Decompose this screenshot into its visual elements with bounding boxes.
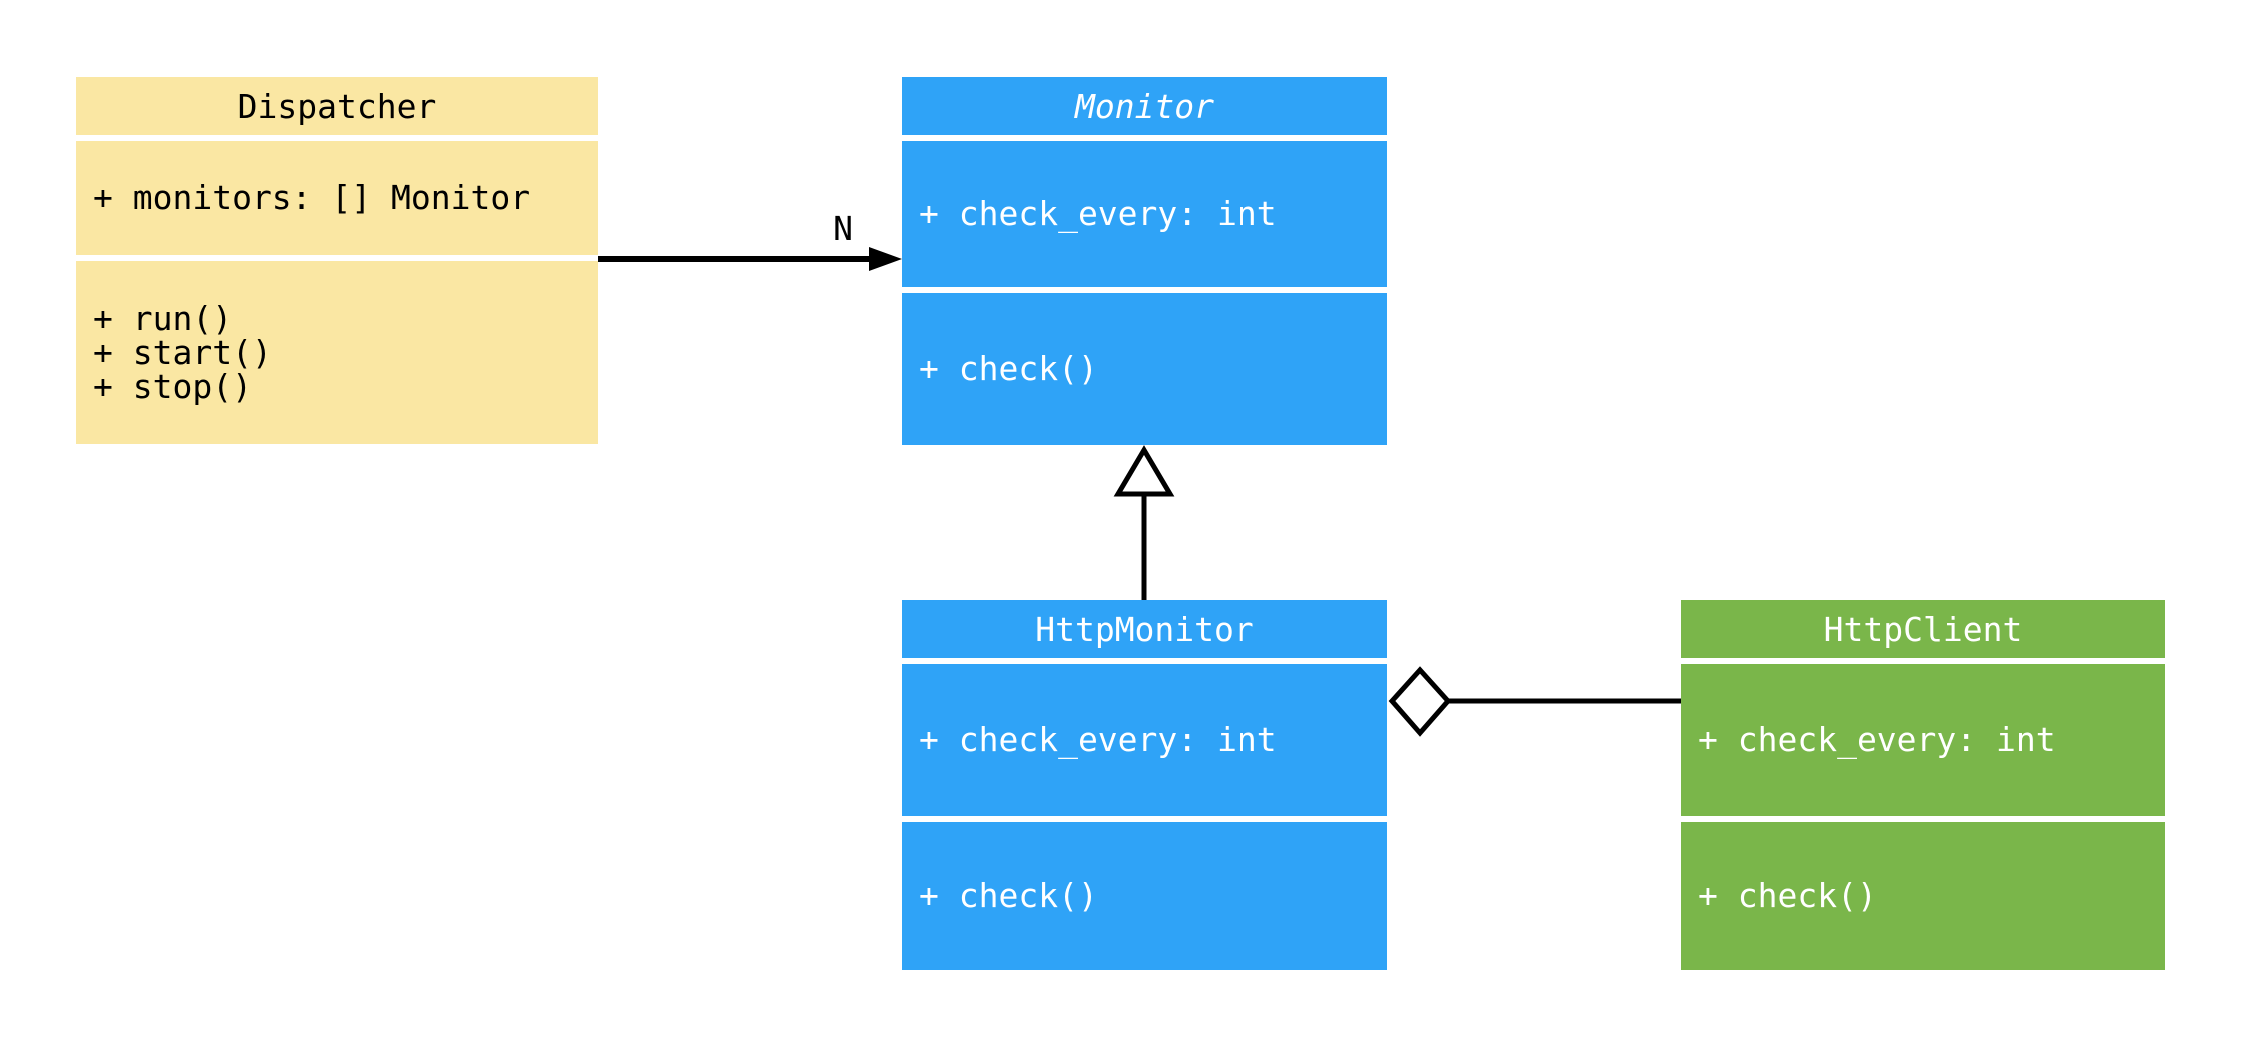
aggregation-diamond-icon — [1388, 666, 1452, 737]
method-line: + check() — [1698, 876, 1877, 915]
class-title: HttpMonitor — [902, 600, 1387, 658]
methods-compartment: + run() + start() + stop() — [76, 261, 598, 444]
class-title: Monitor — [902, 77, 1387, 135]
attribute-line: + monitors: [] Monitor — [93, 178, 531, 217]
method-line: + check() — [919, 876, 1098, 915]
class-title: Dispatcher — [76, 77, 598, 135]
method-line: + check() — [919, 349, 1098, 388]
attribute-line: + check_every: int — [919, 720, 1277, 759]
association-arrowhead-icon — [869, 247, 902, 271]
attributes-compartment: + check_every: int — [902, 664, 1387, 816]
attribute-line: + check_every: int — [919, 194, 1277, 233]
methods-compartment: + check() — [902, 293, 1387, 445]
class-title: HttpClient — [1681, 600, 2165, 658]
multiplicity-label: N — [833, 209, 853, 248]
attributes-compartment: + check_every: int — [1681, 664, 2165, 816]
method-line: + stop() — [93, 366, 252, 406]
class-box-httpmonitor: HttpMonitor + check_every: int + check() — [902, 600, 1387, 970]
attributes-compartment: + check_every: int — [902, 141, 1387, 287]
method-line: + start() — [93, 332, 272, 372]
class-box-monitor: Monitor + check_every: int + check() — [902, 77, 1387, 445]
class-box-dispatcher: Dispatcher + monitors: [] Monitor + run(… — [76, 77, 598, 444]
class-box-httpclient: HttpClient + check_every: int + check() — [1681, 600, 2165, 970]
methods-compartment: + check() — [902, 822, 1387, 970]
inheritance-triangle-icon — [1113, 445, 1175, 497]
attribute-line: + check_every: int — [1698, 720, 2056, 759]
attributes-compartment: + monitors: [] Monitor — [76, 141, 598, 255]
methods-compartment: + check() — [1681, 822, 2165, 970]
method-line: + run() — [93, 298, 233, 338]
